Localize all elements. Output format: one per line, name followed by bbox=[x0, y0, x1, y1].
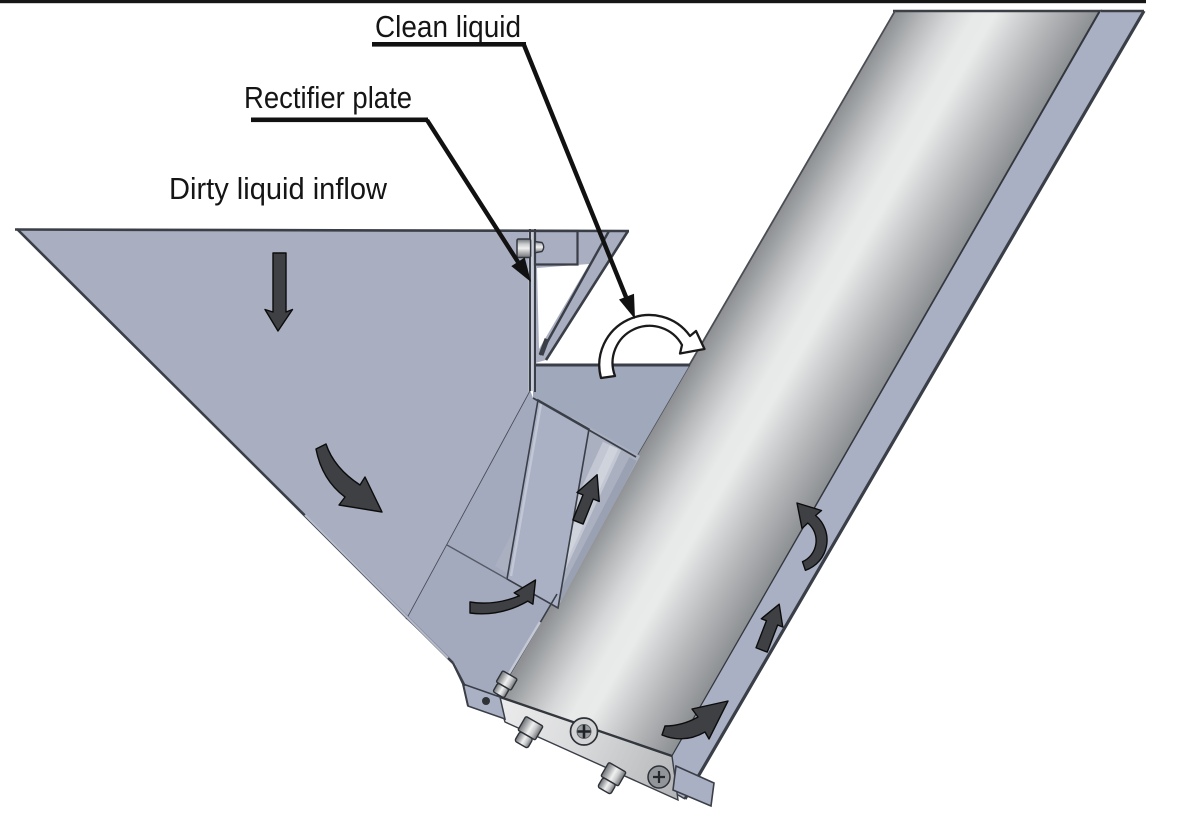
svg-text:Rectifier plate: Rectifier plate bbox=[244, 80, 412, 115]
svg-text:Dirty liquid inflow: Dirty liquid inflow bbox=[169, 171, 388, 206]
svg-text:Clean liquid: Clean liquid bbox=[375, 9, 521, 44]
